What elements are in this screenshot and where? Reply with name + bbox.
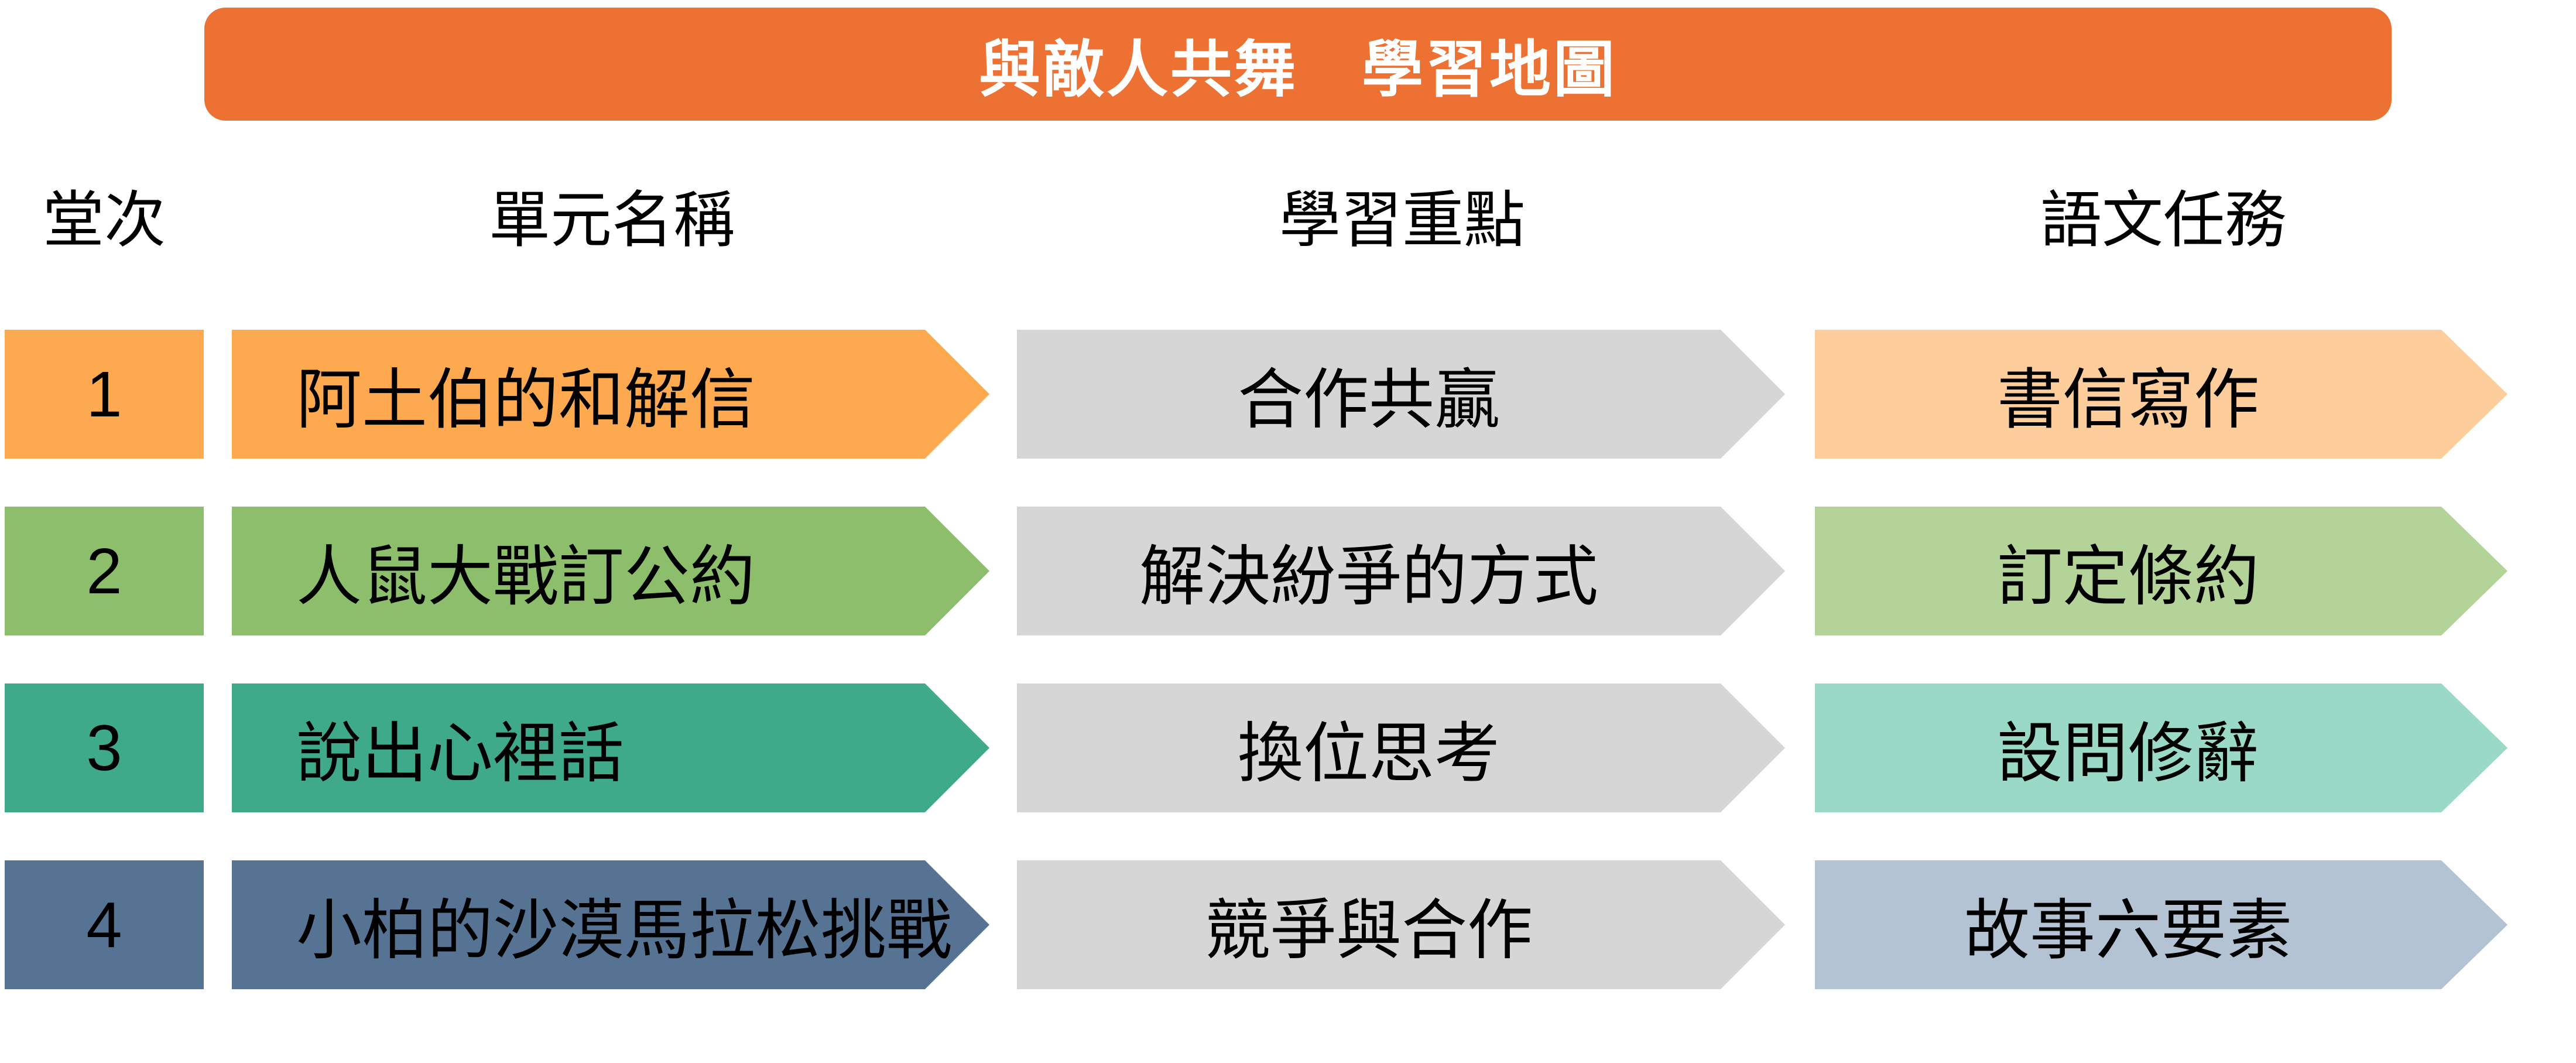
session-number-box: 1 xyxy=(5,330,204,459)
unit-name-arrow: 阿土伯的和解信 xyxy=(232,330,989,459)
language-task: 故事六要素 xyxy=(1964,894,2292,967)
learning-focus-arrow: 合作共贏 xyxy=(1017,330,1785,459)
title-banner: 與敵人共舞 學習地圖 xyxy=(204,8,2392,121)
learning-focus-arrow: 競爭與合作 xyxy=(1017,860,1785,989)
learning-focus: 換位思考 xyxy=(1238,717,1500,790)
language-task: 設問修辭 xyxy=(1997,717,2259,790)
learning-focus-arrow: 換位思考 xyxy=(1017,683,1785,812)
session-number: 3 xyxy=(86,712,122,784)
session-number-box: 4 xyxy=(5,860,204,989)
session-number: 2 xyxy=(86,535,122,607)
session-number-box: 2 xyxy=(5,507,204,635)
column-header-focus: 學習重點 xyxy=(1279,186,1526,255)
unit-name: 人鼠大戰訂公約 xyxy=(296,540,755,613)
language-task-arrow: 設問修辭 xyxy=(1815,683,2508,812)
session-number: 1 xyxy=(86,358,122,430)
session-number: 4 xyxy=(86,888,122,961)
language-task: 書信寫作 xyxy=(1997,363,2259,436)
column-header-session: 堂次 xyxy=(42,186,166,255)
unit-name: 阿土伯的和解信 xyxy=(296,363,755,436)
learning-focus-arrow: 解決紛爭的方式 xyxy=(1017,507,1785,635)
language-task: 訂定條約 xyxy=(1997,540,2259,613)
session-number-box: 3 xyxy=(5,683,204,812)
unit-name: 說出心裡話 xyxy=(296,717,624,790)
language-task-arrow: 書信寫作 xyxy=(1815,330,2508,459)
language-task-arrow: 故事六要素 xyxy=(1815,860,2508,989)
learning-focus: 解決紛爭的方式 xyxy=(1139,540,1598,613)
language-task-arrow: 訂定條約 xyxy=(1815,507,2508,635)
learning-focus: 競爭與合作 xyxy=(1205,894,1533,967)
unit-name-arrow: 小柏的沙漠馬拉松挑戰 xyxy=(232,860,989,989)
unit-name: 小柏的沙漠馬拉松挑戰 xyxy=(296,894,952,967)
unit-name-arrow: 說出心裡話 xyxy=(232,683,989,812)
learning-focus: 合作共贏 xyxy=(1238,363,1500,436)
column-header-task: 語文任務 xyxy=(2040,186,2287,255)
unit-name-arrow: 人鼠大戰訂公約 xyxy=(232,507,989,635)
column-header-unit: 單元名稱 xyxy=(488,186,735,255)
page-title: 與敵人共舞 學習地圖 xyxy=(978,35,1617,104)
